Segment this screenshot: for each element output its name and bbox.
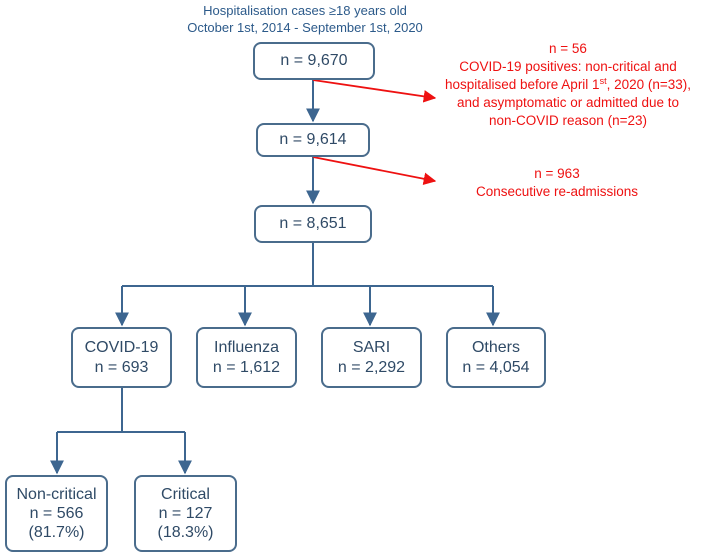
exclusion-1-line-1: COVID-19 positives: non-critical and <box>459 59 677 74</box>
covid-label: COVID-19 <box>84 339 159 357</box>
noncritical-count: n = 566 <box>29 504 84 522</box>
others-count: n = 4,054 <box>462 358 530 376</box>
total-count: n = 9,670 <box>280 52 348 70</box>
cohort-header: Hospitalisation cases ≥18 years old Octo… <box>170 2 440 36</box>
influenza-count: n = 1,612 <box>212 358 281 376</box>
exclusion-1-line-3: and asymptomatic or admitted due to <box>456 95 680 110</box>
exclusion-note-readmissions: n = 963 Consecutive re-admissions <box>450 165 664 201</box>
total-box: n = 9,670 <box>253 42 375 80</box>
exclusion-2-count: n = 963 <box>534 166 580 181</box>
sari-box: SARI n = 2,292 <box>321 327 422 388</box>
influenza-box: Influenza n = 1,612 <box>196 327 297 388</box>
after-covid-exclusion-box: n = 9,614 <box>256 123 370 157</box>
covid-count: n = 693 <box>94 358 149 376</box>
exclusion-1-line-2-pre: hospitalised before April 1 <box>444 77 600 92</box>
critical-label: Critical <box>161 485 210 503</box>
after-covid-exclusion-count: n = 9,614 <box>279 131 347 149</box>
critical-percent: (18.3%) <box>157 524 214 542</box>
influenza-label: Influenza <box>214 339 279 357</box>
after-readmission-exclusion-count: n = 8,651 <box>279 215 347 233</box>
exclusion-1-line-2-post: , 2020 (n=33), <box>606 77 692 92</box>
sari-label: SARI <box>352 339 391 357</box>
header-line-2: October 1st, 2014 - September 1st, 2020 <box>187 20 423 35</box>
after-readmission-exclusion-box: n = 8,651 <box>254 205 372 243</box>
noncritical-label: Non-critical <box>16 485 97 503</box>
others-box: Others n = 4,054 <box>446 327 546 388</box>
covid-box: COVID-19 n = 693 <box>71 327 172 388</box>
exclusion-1-line-2-sup: st <box>599 76 607 86</box>
exclusion-2-label: Consecutive re-admissions <box>475 184 639 199</box>
exclusion-arrow-2 <box>312 156 437 185</box>
exclusion-1-count: n = 56 <box>549 41 587 56</box>
others-label: Others <box>471 339 520 357</box>
noncritical-percent: (81.7%) <box>28 524 85 542</box>
exclusion-1-line-4: non-COVID reason (n=23) <box>489 113 647 128</box>
sari-count: n = 2,292 <box>337 358 406 376</box>
critical-box: Critical n = 127 (18.3%) <box>134 475 237 552</box>
header-line-1: Hospitalisation cases ≥18 years old <box>203 3 407 18</box>
noncritical-box: Non-critical n = 566 (81.7%) <box>5 475 108 552</box>
exclusion-arrow-1 <box>312 79 437 103</box>
exclusion-note-covid: n = 56 COVID-19 positives: non-critical … <box>432 40 704 130</box>
critical-count: n = 127 <box>158 504 213 522</box>
exclusion-1-line-2: hospitalised before April 1st, 2020 (n=3… <box>432 76 704 94</box>
